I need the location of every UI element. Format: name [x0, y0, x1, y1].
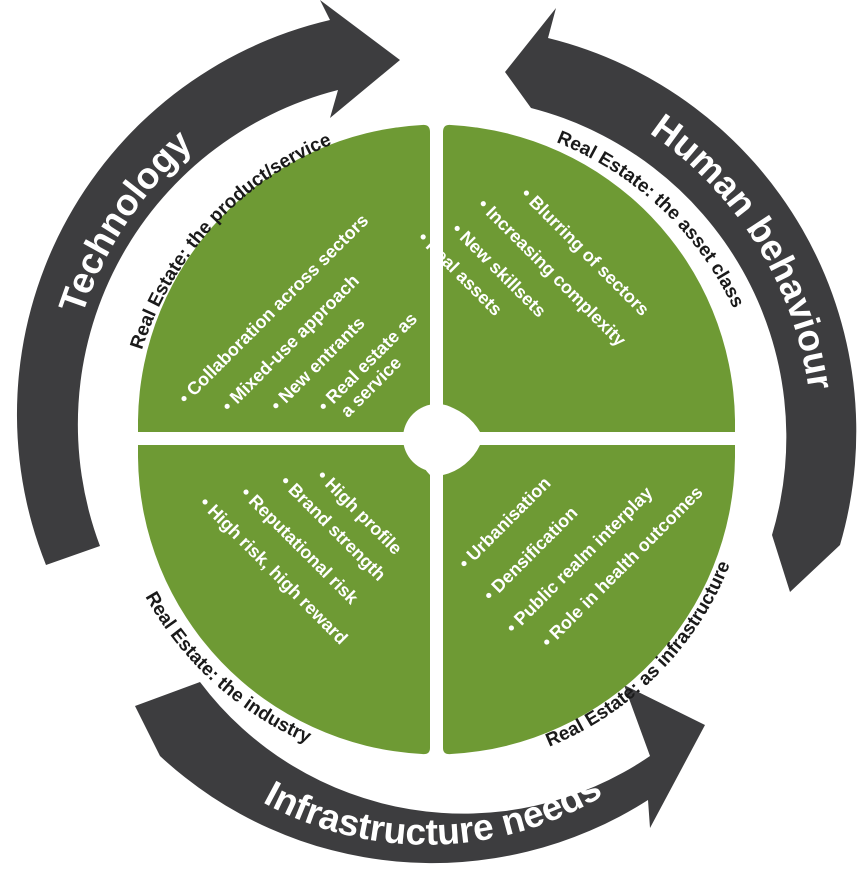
quadrant-bottom-left — [138, 445, 430, 755]
outer-ring — [16, 0, 857, 864]
quadrants — [138, 124, 735, 755]
infrastructure-needs-arrow — [135, 682, 705, 864]
technology-arrow — [16, 0, 400, 565]
center-hub — [403, 404, 471, 472]
quadrant-top-left — [138, 124, 430, 432]
human-behaviour-arrow — [505, 8, 857, 592]
quadrant-bottom-right — [443, 445, 735, 755]
bullets-bottom-right: • Urbanisation • Densification • Public … — [455, 473, 707, 651]
quadrant-top-right — [443, 124, 735, 432]
